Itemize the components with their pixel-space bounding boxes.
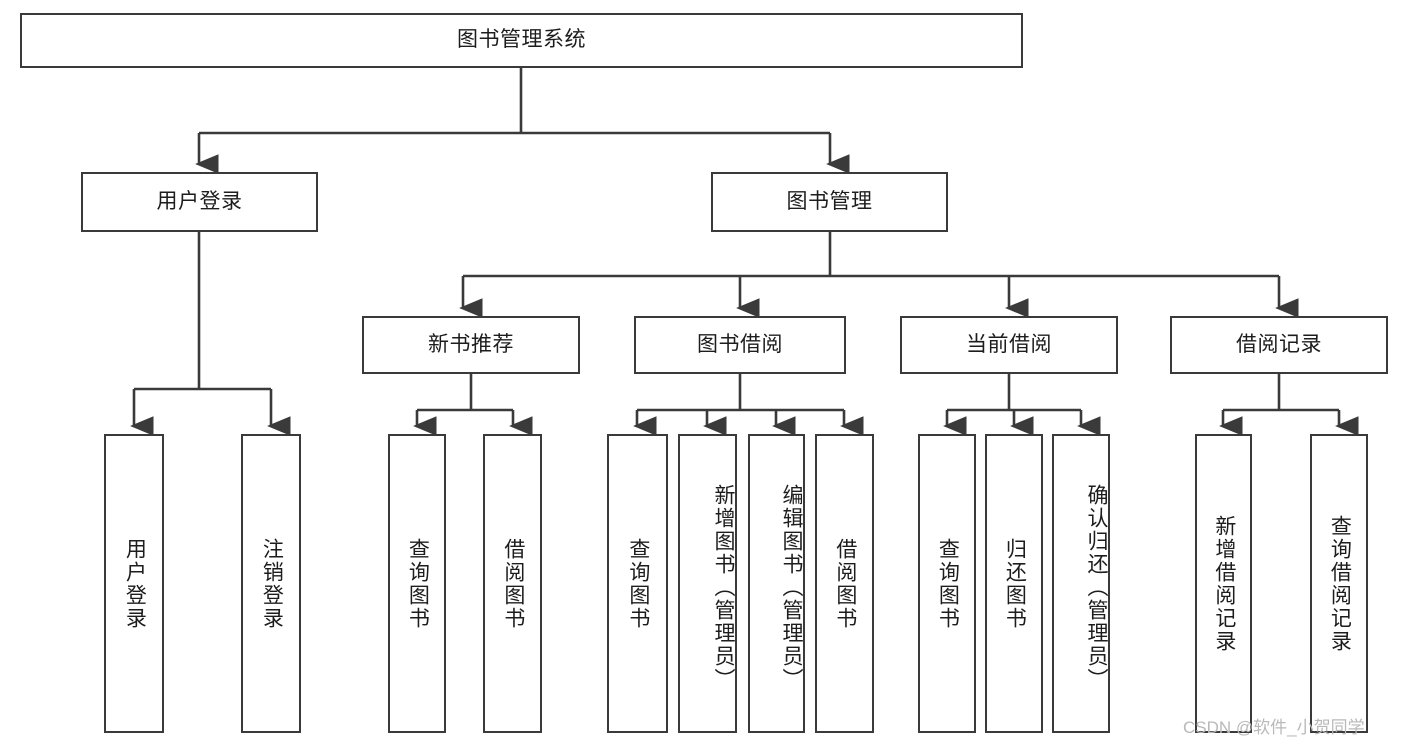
node-book-borrow[interactable]: 图书借阅: [634, 316, 846, 374]
watermark-text: CSDN @软件_小贺同学: [1183, 718, 1365, 737]
node-leaf-add-book-admin[interactable]: 新增图书（管理员）: [678, 434, 737, 733]
node-leaf-confirm-return-admin[interactable]: 确认归还（管理员）: [1052, 434, 1110, 733]
node-leaf-query-book-borrow[interactable]: 查询图书: [607, 434, 668, 733]
node-leaf-borrow-book-new[interactable]: 借阅图书: [483, 434, 542, 733]
node-leaf-query-borrow-record[interactable]: 查询借阅记录: [1310, 434, 1368, 733]
node-leaf-query-book-current[interactable]: 查询图书: [918, 434, 976, 733]
node-leaf-borrow-book[interactable]: 借阅图书: [815, 434, 874, 733]
node-current-borrow[interactable]: 当前借阅: [900, 316, 1118, 374]
node-leaf-edit-book-admin[interactable]: 编辑图书（管理员）: [748, 434, 805, 733]
node-leaf-logout-login[interactable]: 注销登录: [241, 434, 301, 733]
node-root[interactable]: 图书管理系统: [20, 13, 1023, 68]
node-book-management[interactable]: 图书管理: [711, 172, 948, 232]
node-leaf-user-login[interactable]: 用户登录: [104, 434, 164, 733]
node-new-book-recommend[interactable]: 新书推荐: [362, 316, 580, 374]
node-user-login[interactable]: 用户登录: [81, 172, 318, 232]
node-leaf-return-book[interactable]: 归还图书: [985, 434, 1043, 733]
node-leaf-query-book-new[interactable]: 查询图书: [388, 434, 446, 733]
node-leaf-add-borrow-record[interactable]: 新增借阅记录: [1195, 434, 1252, 733]
node-borrow-record[interactable]: 借阅记录: [1170, 316, 1388, 374]
